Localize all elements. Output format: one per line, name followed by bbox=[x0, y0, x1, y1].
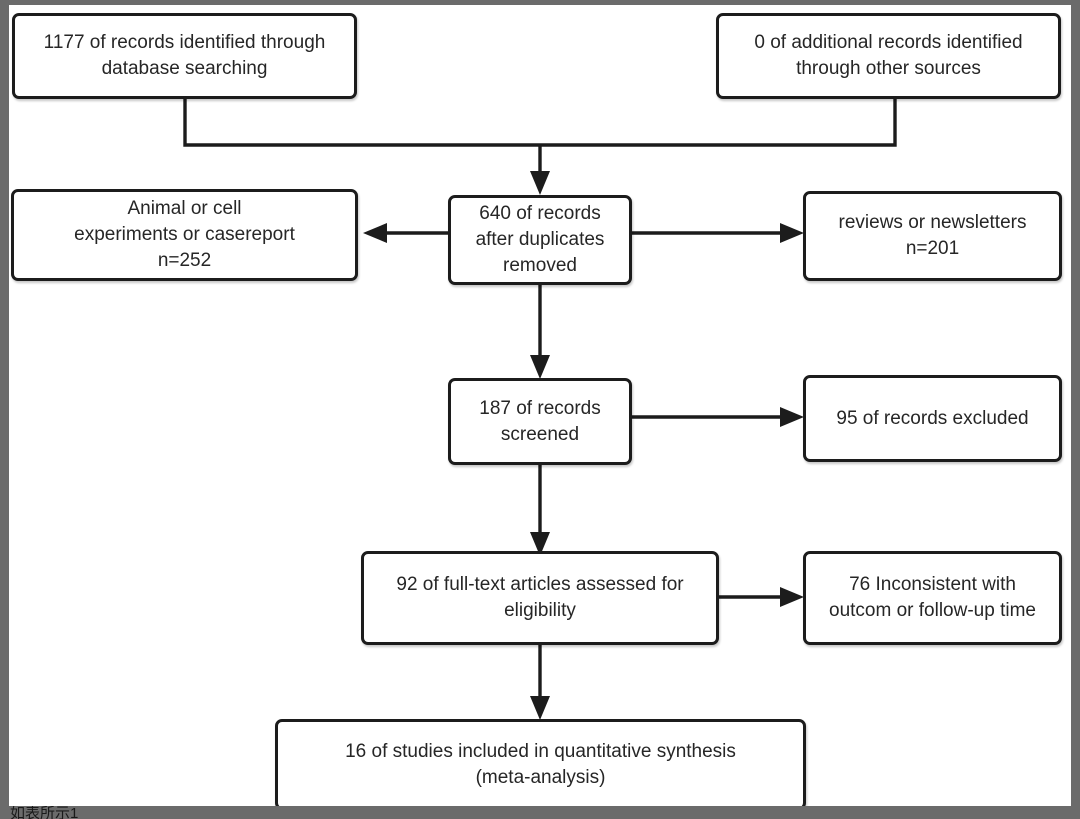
node-additional-records-other-sources: 0 of additional records identified throug… bbox=[716, 13, 1061, 99]
node-text: 640 of records after duplicates removed bbox=[461, 201, 619, 279]
node-line-2: database searching bbox=[101, 58, 268, 79]
diagram-canvas: 1177 of records identified through databa… bbox=[9, 5, 1071, 806]
node-excluded-inconsistent-outcome: 76 Inconsistent with outcom or follow-up … bbox=[803, 551, 1062, 645]
node-line-2: eligibility bbox=[504, 600, 576, 621]
node-line-1: 1177 of records identified through bbox=[43, 32, 326, 53]
figure-caption: 如表所示1 bbox=[10, 806, 79, 819]
node-line-2: through other sources bbox=[796, 58, 981, 79]
node-line-1: 76 Inconsistent with bbox=[849, 574, 1016, 595]
node-text: 0 of additional records identified throug… bbox=[729, 30, 1048, 82]
node-excluded-animal-cell-casereport: Animal or cell experiments or casereport n… bbox=[11, 189, 358, 281]
node-line-1: 187 of records bbox=[479, 397, 601, 419]
node-records-excluded: 95 of records excluded bbox=[803, 375, 1062, 462]
arrowhead-to-inconsistent bbox=[780, 587, 804, 607]
node-text: 92 of full-text articles assessed for eli… bbox=[374, 572, 706, 624]
node-line-1: reviews or newsletters bbox=[838, 212, 1027, 233]
node-line-2: after duplicates bbox=[475, 229, 605, 250]
arrowhead-to-screened bbox=[530, 355, 550, 379]
node-text: reviews or newsletters n=201 bbox=[816, 210, 1049, 262]
node-text: 95 of records excluded bbox=[816, 406, 1049, 432]
node-line-1: Animal or cell bbox=[127, 198, 242, 219]
node-line-2: experiments or casereport bbox=[74, 224, 295, 245]
connector-identification-merge bbox=[183, 98, 897, 147]
node-line-2: screened bbox=[500, 423, 580, 445]
node-line-2: outcom or follow-up time bbox=[829, 600, 1036, 621]
node-text: Animal or cell experiments or casereport n… bbox=[24, 196, 345, 274]
node-line-1: 640 of records bbox=[479, 203, 601, 224]
node-fulltext-articles-assessed: 92 of full-text articles assessed for eli… bbox=[361, 551, 719, 645]
node-line-3: n=252 bbox=[157, 250, 212, 271]
node-line-3: removed bbox=[503, 255, 577, 276]
node-line-1: 16 of studies included in quantitative s… bbox=[345, 740, 736, 762]
node-line-1: 95 of records excluded bbox=[836, 407, 1029, 429]
node-text: 76 Inconsistent with outcom or follow-up … bbox=[816, 572, 1049, 624]
node-records-after-duplicates-removed: 640 of records after duplicates removed bbox=[448, 195, 632, 285]
arrowhead-to-reviews bbox=[780, 223, 804, 243]
arrowhead-to-excluded bbox=[780, 407, 804, 427]
node-text: 187 of records screened bbox=[461, 396, 619, 448]
arrowhead-to-duplicates bbox=[530, 171, 550, 195]
arrowhead-to-included bbox=[530, 696, 550, 720]
node-line-1: 92 of full-text articles assessed for bbox=[396, 574, 684, 595]
node-line-2: n=201 bbox=[905, 238, 960, 259]
node-text: 1177 of records identified through databa… bbox=[25, 30, 344, 82]
node-excluded-reviews-newsletters: reviews or newsletters n=201 bbox=[803, 191, 1062, 281]
node-records-identified-database: 1177 of records identified through databa… bbox=[12, 13, 357, 99]
node-studies-included-quantitative-synthesis: 16 of studies included in quantitative s… bbox=[275, 719, 806, 806]
node-line-2: (meta-analysis) bbox=[475, 766, 606, 788]
node-text: 16 of studies included in quantitative s… bbox=[288, 739, 793, 791]
node-records-screened: 187 of records screened bbox=[448, 378, 632, 465]
node-line-1: 0 of additional records identified bbox=[754, 32, 1023, 53]
arrowhead-to-animal-cell bbox=[363, 223, 387, 243]
